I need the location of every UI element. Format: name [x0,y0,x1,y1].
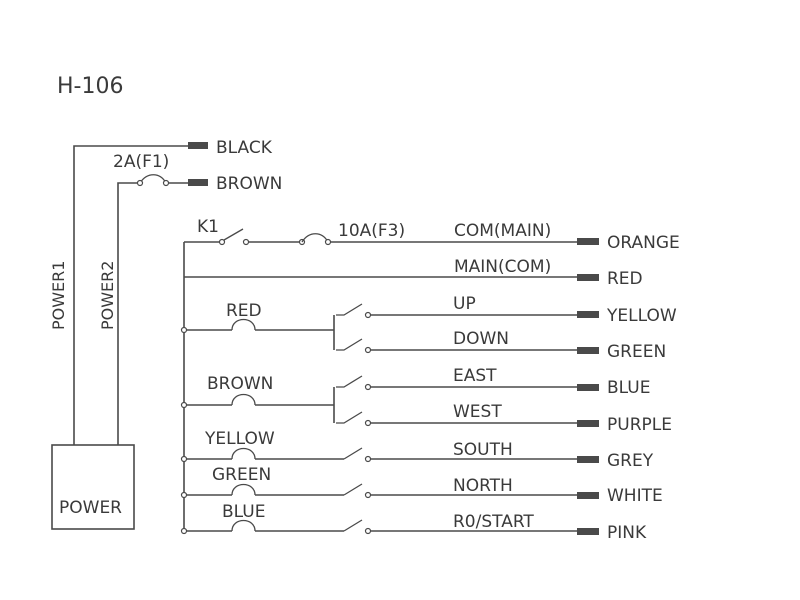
start-switch-icon [343,519,363,532]
red-input-label: RED [226,301,262,321]
power1-label: POWER1 [49,261,68,330]
com-main-label: COM(MAIN) [454,221,551,241]
blue-input-loop-icon [231,519,256,532]
power-box [51,444,135,530]
fuse-f3-right-dot [324,238,332,246]
south-switch-icon [343,447,363,460]
brown-terminal [188,179,208,186]
purple-out-terminal [577,420,599,427]
blue-out-terminal [577,384,599,391]
south-switch-dot [364,455,372,463]
start-label: R0/START [453,512,534,532]
black-label: BLACK [216,138,273,158]
power2-label: POWER2 [98,261,117,330]
brown-label: BROWN [216,174,282,194]
yellow-input-label: YELLOW [204,429,275,449]
fuse-f1-left-dot [136,179,144,187]
brown-input-loop-icon [231,393,256,406]
grey-out-terminal [577,456,599,463]
pink-out-label: PINK [607,523,647,543]
fuse-f1-icon [139,174,167,184]
yellow-bus-dot [180,455,188,463]
yellow-out-terminal [577,311,599,318]
red-out-label: RED [607,269,643,289]
up-label: UP [453,294,476,314]
east-switch-dot [364,383,372,391]
west-switch-icon [336,411,363,424]
power-box-label: POWER [59,498,122,518]
pink-out-terminal [577,528,599,535]
power2-wire [117,182,140,445]
north-label: NORTH [453,476,513,496]
east-label: EAST [453,366,497,386]
white-out-terminal [577,492,599,499]
green-out-terminal [577,347,599,354]
fuse-f1-label: 2A(F1) [113,152,169,172]
west-switch-dot [364,419,372,427]
north-switch-icon [343,483,363,496]
orange-terminal [577,238,599,245]
down-switch-dot [364,346,372,354]
diagram-title: H-106 [57,74,123,99]
north-switch-dot [364,491,372,499]
yellow-out-label: YELLOW [606,306,677,326]
black-terminal [188,142,208,149]
grey-out-label: GREY [607,451,654,471]
red-input-loop-icon [231,318,256,331]
blue-bus-dot [180,527,188,535]
fuse-f3-icon [301,233,329,243]
fuse-f1-right-dot [162,179,170,187]
power1-wire [73,145,190,445]
brown-bus-dot [180,401,188,409]
up-switch-icon [336,303,363,316]
green-out-label: GREEN [607,342,666,362]
k1-switch-icon [223,228,244,241]
green-input-label: GREEN [212,465,271,485]
yellow-input-loop-icon [231,447,256,460]
start-switch-dot [364,527,372,535]
blue-input-label: BLUE [222,502,265,522]
down-label: DOWN [453,329,509,349]
main-com-label: MAIN(COM) [454,257,551,277]
k1-label: K1 [197,217,219,237]
up-switch-dot [364,311,372,319]
purple-out-label: PURPLE [607,415,672,435]
down-switch-icon [336,338,363,351]
white-out-label: WHITE [607,486,663,506]
south-label: SOUTH [453,440,513,460]
k1-switch-dot-right [242,238,250,246]
orange-label: ORANGE [607,233,680,253]
green-input-loop-icon [231,483,256,496]
fuse-f3-label: 10A(F3) [338,221,405,241]
k1-switch-dot-left [218,238,226,246]
brown-input-label: BROWN [207,374,273,394]
green-bus-dot [180,491,188,499]
red-out-terminal [577,274,599,281]
blue-out-label: BLUE [607,378,650,398]
east-switch-icon [336,375,363,388]
west-label: WEST [453,402,502,422]
red-bus-dot [180,326,188,334]
